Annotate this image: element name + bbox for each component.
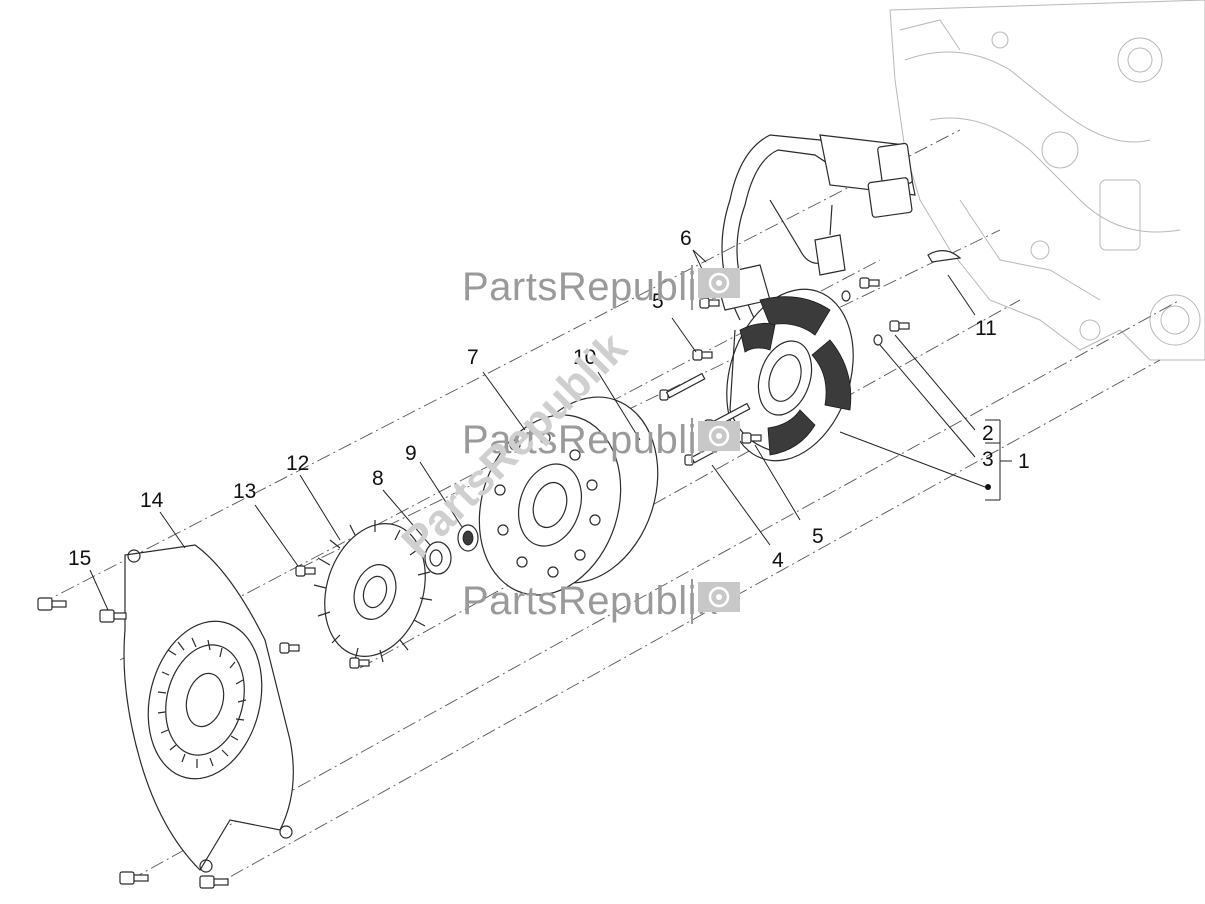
watermark-3: PartsRepublik: [462, 579, 740, 624]
woodruff-key: [927, 250, 962, 263]
gear-icon: [698, 268, 740, 298]
callout-6: 6: [680, 227, 692, 250]
screw-13c: [349, 657, 370, 669]
rotor-vent-holes: [494, 432, 601, 578]
wiring-harness: [714, 134, 916, 321]
stator: [726, 288, 854, 462]
flywheel-rotor: [478, 396, 659, 596]
callout-labels: 6 5 7 10 11 2 3 1 5 4 12 9 8 13 14 15: [68, 227, 1030, 572]
callout-2: 2: [982, 422, 994, 445]
washer-3: [873, 334, 883, 346]
long-bolt-1: [659, 372, 706, 401]
callout-1: 1: [1018, 450, 1030, 473]
screw-top-right: [841, 277, 880, 302]
watermark-text: PartsRepublik: [462, 265, 718, 309]
callout-14: 14: [140, 489, 164, 512]
callout-4: 4: [772, 549, 784, 572]
spacer-bushing: [424, 541, 452, 575]
screw-bottom-b: [199, 875, 229, 889]
callout-10: 10: [573, 346, 596, 369]
callout-5-top: 5: [652, 290, 664, 313]
gear-icon: [698, 421, 740, 451]
watermark-text: PartsRepublik: [462, 418, 718, 462]
callout-9: 9: [405, 442, 417, 465]
screw-13b: [279, 642, 300, 654]
callout-3: 3: [982, 448, 994, 471]
callout-15: 15: [68, 547, 91, 570]
watermark-text: PartsRepublik: [462, 579, 718, 623]
callout-dot: [985, 484, 991, 490]
watermark-1: PartsRepublik: [462, 265, 740, 310]
flywheel-cover: [123, 544, 294, 873]
screw-5b: [741, 432, 762, 444]
screw-15a: [37, 597, 67, 611]
callout-11: 11: [975, 317, 997, 340]
screw-bottom-a: [119, 871, 149, 885]
callout-13: 13: [233, 480, 256, 503]
engine-housing-outline: [889, 0, 1205, 361]
screw-13a: [295, 565, 316, 577]
callout-8: 8: [372, 467, 384, 490]
callout-7: 7: [467, 346, 479, 369]
leader-lines: [89, 249, 1012, 611]
gear-icon: [698, 582, 740, 612]
screw-2: [889, 320, 910, 332]
screw-15b: [99, 609, 127, 623]
callout-12: 12: [286, 452, 309, 475]
callout-5: 5: [812, 525, 824, 548]
watermark-2: PartsRepublik: [462, 418, 740, 463]
screw-5a: [692, 349, 713, 361]
washer: [457, 524, 479, 552]
cooling-fan: [313, 520, 433, 663]
